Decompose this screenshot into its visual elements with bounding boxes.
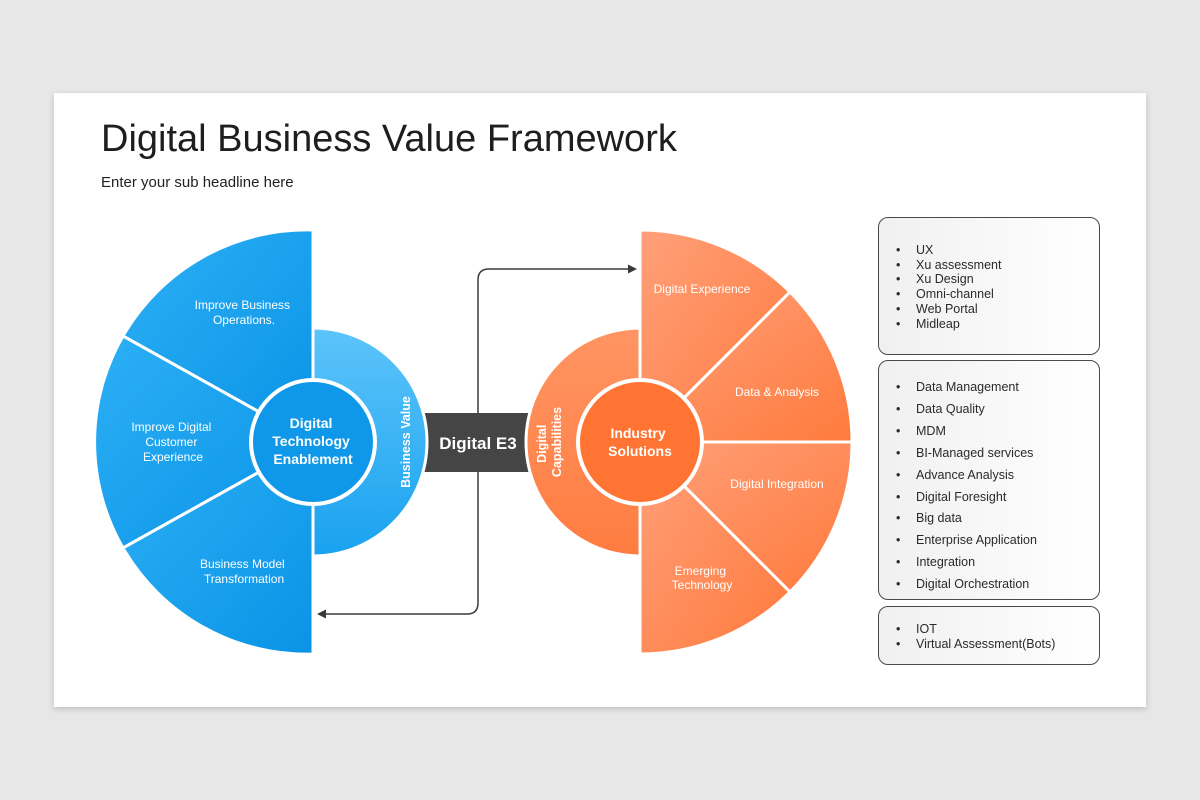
- right-inner-ring-label: Digital Capabilities: [535, 407, 564, 477]
- list-item: Xu Design: [879, 272, 1099, 287]
- list-item: UX: [879, 243, 1099, 258]
- bullet-list: UX Xu assessment Xu Design Omni-channel …: [879, 243, 1099, 331]
- left-segment-label-3: Business Model Transformation: [200, 557, 288, 586]
- right-segment-2: [636, 289, 854, 444]
- bullet-list: IOT Virtual Assessment(Bots): [879, 622, 1099, 651]
- list-item: Enterprise Application: [879, 530, 1099, 552]
- bullet-list: Data Management Data Quality MDM BI-Mana…: [879, 377, 1099, 596]
- right-hub: [576, 378, 704, 506]
- list-item: Data Management: [879, 377, 1099, 399]
- right-segment-1: [638, 228, 793, 446]
- right-segment-3: [636, 440, 854, 595]
- right-segment-label-3: Digital Integration: [730, 477, 823, 491]
- list-item: MDM: [879, 421, 1099, 443]
- left-hub: [249, 378, 377, 506]
- list-item: Digital Foresight: [879, 487, 1099, 509]
- list-item: Virtual Assessment(Bots): [879, 637, 1099, 652]
- left-inner-ring-label: Business Value: [399, 396, 413, 488]
- list-item: Digital Orchestration: [879, 574, 1099, 596]
- page-subtitle: Enter your sub headline here: [101, 174, 294, 191]
- left-segment-bottom: [120, 439, 315, 656]
- panel-data-analysis: Data Management Data Quality MDM BI-Mana…: [878, 360, 1100, 600]
- right-segment-label-1: Digital Experience: [654, 282, 751, 296]
- left-segment-top: [120, 228, 315, 445]
- list-item: Advance Analysis: [879, 465, 1099, 487]
- left-hub-label: Digital Technology Enablement: [272, 415, 353, 467]
- panel-emerging-technology: IOT Virtual Assessment(Bots): [878, 606, 1100, 665]
- connector-arrow-bottom: [322, 472, 479, 615]
- list-item: Xu assessment: [879, 258, 1099, 273]
- list-item: Big data: [879, 508, 1099, 530]
- page-title: Digital Business Value Framework: [101, 118, 677, 160]
- list-item: Integration: [879, 552, 1099, 574]
- right-cluster: Digital Experience Data & Analysis Digit…: [524, 228, 854, 656]
- list-item: Omni-channel: [879, 287, 1099, 302]
- right-segment-4: [638, 438, 793, 656]
- arrow-head-left: [317, 609, 326, 619]
- list-item: BI-Managed services: [879, 443, 1099, 465]
- left-segment-label-2: Improve Digital Customer Experience: [131, 420, 214, 464]
- right-segment-label-4: Emerging Technology: [672, 564, 733, 592]
- list-item: Data Quality: [879, 399, 1099, 421]
- list-item: IOT: [879, 622, 1099, 637]
- panel-digital-experience: UX Xu assessment Xu Design Omni-channel …: [878, 217, 1100, 355]
- left-cluster: Improve Business Operations. Improve Dig…: [93, 228, 429, 656]
- connector-label: Digital E3: [439, 434, 516, 453]
- left-segment-middle: [93, 333, 317, 551]
- connector-arrow-top: [477, 268, 633, 413]
- list-item: Web Portal: [879, 302, 1099, 317]
- right-segment-label-2: Data & Analysis: [735, 385, 819, 399]
- arrow-head-right: [628, 264, 637, 274]
- left-segment-label-1: Improve Business Operations.: [195, 298, 294, 327]
- list-item: Midleap: [879, 317, 1099, 332]
- right-hub-label: Industry Solutions: [608, 425, 672, 459]
